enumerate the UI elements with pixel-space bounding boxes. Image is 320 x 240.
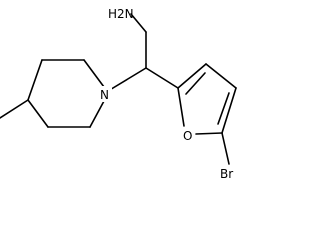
- bond-pip-n-c2: [83, 59, 105, 88]
- bond-furan-c4-c5: [221, 87, 237, 134]
- piperidine-n-label: N: [100, 88, 109, 102]
- bond-furan-c3-c4: [205, 63, 237, 89]
- furan-o-label: O: [183, 129, 192, 143]
- piperidine-n-mask: [98, 86, 112, 102]
- furan-o-mask: [181, 127, 195, 143]
- bond-ch-furan: [145, 67, 179, 89]
- bromine-mask: [218, 165, 240, 181]
- bond-furan-o-c2: [177, 87, 185, 127]
- bond-furan-double-1: [185, 72, 206, 95]
- bond-furan-c5-o: [195, 132, 223, 135]
- bond-furan-c2-c3: [177, 63, 207, 89]
- chemical-structure: H2N N O Br: [0, 7, 240, 181]
- bond-pip-c3-c4: [27, 59, 43, 101]
- bond-n-ch2: [130, 13, 147, 33]
- bond-furan-double-2: [217, 92, 230, 125]
- bond-pip-c4-c5: [27, 99, 49, 128]
- bond-pip-c6-n: [89, 100, 105, 128]
- bond-ch-piperidine-n: [107, 67, 147, 92]
- bond-methyl: [0, 99, 29, 119]
- bromine-label: Br: [220, 167, 233, 181]
- bond-c-br: [221, 132, 230, 165]
- amine-label: H2N: [108, 7, 134, 21]
